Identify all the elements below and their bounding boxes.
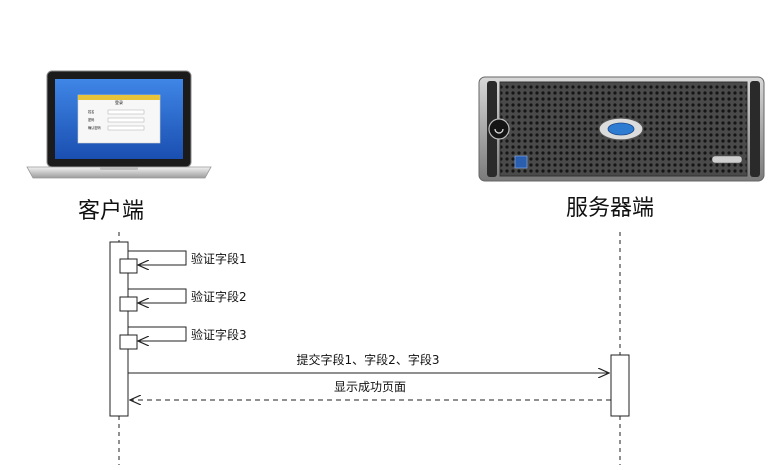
login-form-title: 登录 xyxy=(115,99,123,105)
server-badge xyxy=(514,155,528,169)
login-field-label: 确认密码 xyxy=(88,125,101,130)
server-power-button xyxy=(488,118,510,140)
message-submit: 提交字段1、字段2、字段3 xyxy=(128,352,609,373)
server-right-handle xyxy=(750,81,760,177)
success-message-label: 显示成功页面 xyxy=(334,380,406,394)
self-message-3: 验证字段3 xyxy=(119,326,247,350)
nested-activation-box xyxy=(119,334,138,350)
client-activation-bar xyxy=(109,241,129,417)
login-field-label: 密码 xyxy=(88,117,94,122)
server-activation-bar xyxy=(610,354,630,417)
login-field-input xyxy=(107,109,145,115)
self-message-label: 验证字段2 xyxy=(191,289,247,304)
self-message-1: 验证字段1 xyxy=(119,250,247,274)
self-message-arrow xyxy=(128,326,187,341)
self-message-arrow xyxy=(128,250,187,265)
login-field-input xyxy=(107,125,145,131)
self-message-group: 验证字段1 验证字段2 验证字段3 xyxy=(119,250,247,350)
self-message-2: 验证字段2 xyxy=(119,288,247,312)
login-field-label: 姓名 xyxy=(88,109,94,114)
nested-activation-box xyxy=(119,296,138,312)
self-message-label: 验证字段3 xyxy=(191,327,247,342)
laptop-base xyxy=(26,166,212,179)
message-success: 显示成功页面 xyxy=(130,380,611,400)
self-message-arrow xyxy=(128,288,187,303)
nested-activation-box xyxy=(119,258,138,274)
login-field-input xyxy=(107,117,145,123)
submit-message-label: 提交字段1、字段2、字段3 xyxy=(297,352,440,367)
client-actor-label: 客户端 xyxy=(78,199,145,224)
server-actor-label: 服务器端 xyxy=(566,196,655,221)
server-icon xyxy=(478,76,765,182)
self-message-label: 验证字段1 xyxy=(191,251,247,266)
